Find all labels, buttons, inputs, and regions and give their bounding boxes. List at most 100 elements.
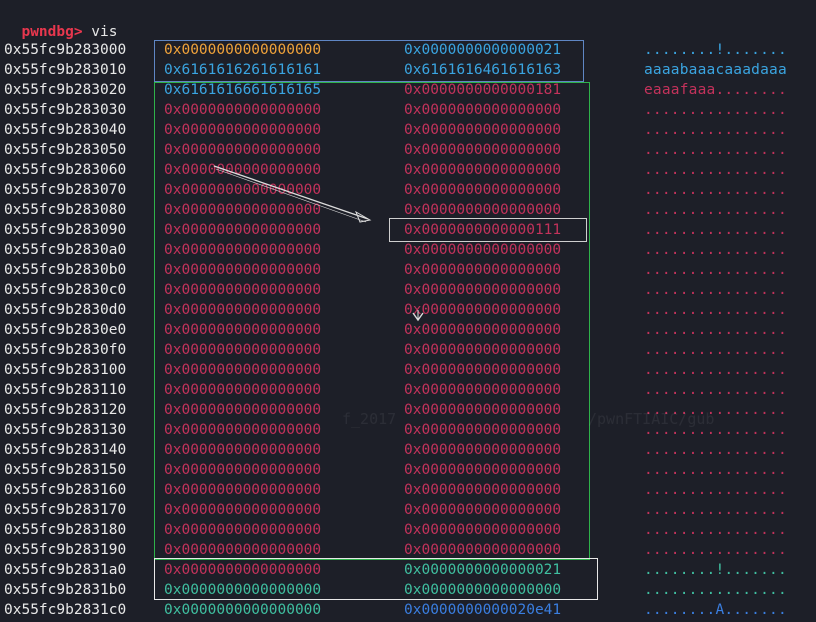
qword-2: 0x0000000000000000 xyxy=(404,582,562,598)
qword-1: 0x0000000000000000 xyxy=(164,302,322,318)
address: 0x55fc9b2830d0 xyxy=(4,302,127,318)
qword-1: 0x6161616261616161 xyxy=(164,62,322,78)
ascii-dump: ................ xyxy=(644,362,787,378)
ascii-dump: ................ xyxy=(644,322,787,338)
address: 0x55fc9b283050 xyxy=(4,142,127,158)
address: 0x55fc9b2831a0 xyxy=(4,562,127,578)
qword-2: 0x0000000000000000 xyxy=(404,102,562,118)
ascii-dump: ........A....... xyxy=(644,602,787,618)
ascii-dump: ................ xyxy=(644,302,787,318)
memory-row: 0x55fc9b283080 0x0000000000000000 0x000000… xyxy=(0,200,816,220)
ascii-dump: ................ xyxy=(644,382,787,398)
memory-row: 0x55fc9b283100 0x0000000000000000 0x000000… xyxy=(0,360,816,380)
qword-2: 0x0000000000000000 xyxy=(404,362,562,378)
qword-1: 0x0000000000000000 xyxy=(164,482,322,498)
ascii-dump: ................ xyxy=(644,522,787,538)
address: 0x55fc9b2831b0 xyxy=(4,582,127,598)
qword-2: 0x0000000000000000 xyxy=(404,202,562,218)
qword-1: 0x0000000000000000 xyxy=(164,582,322,598)
highlight-box-chunk-21 xyxy=(154,558,598,600)
address: 0x55fc9b2830a0 xyxy=(4,242,127,258)
qword-2: 0x0000000000020e41 xyxy=(404,602,562,618)
chunk-box-tcache xyxy=(154,40,584,82)
watermark-text-1: f_2017 xyxy=(342,410,397,428)
qword-2: 0x0000000000000000 xyxy=(404,502,562,518)
ascii-dump: ................ xyxy=(644,502,787,518)
qword-1: 0x0000000000000000 xyxy=(164,542,322,558)
address: 0x55fc9b283150 xyxy=(4,462,127,478)
address: 0x55fc9b283080 xyxy=(4,202,127,218)
address: 0x55fc9b283110 xyxy=(4,382,127,398)
qword-2: 0x0000000000000000 xyxy=(404,402,562,418)
memory-row: 0x55fc9b283010 0x6161616261616161 0x616161… xyxy=(0,60,816,80)
ascii-dump: ................ xyxy=(644,402,787,418)
ascii-dump: ................ xyxy=(644,142,787,158)
highlight-box-size-111 xyxy=(389,218,587,242)
ascii-dump: ................ xyxy=(644,262,787,278)
ascii-dump: ................ xyxy=(644,202,787,218)
watermark-text-2: /pwnFTIAIC/gub xyxy=(588,410,715,428)
address: 0x55fc9b283100 xyxy=(4,362,127,378)
memory-row: 0x55fc9b2831a0 0x0000000000000000 0x000000… xyxy=(0,560,816,580)
chunk-box-large xyxy=(154,82,590,560)
qword-1: 0x0000000000000000 xyxy=(164,182,322,198)
qword-1: 0x0000000000000000 xyxy=(164,242,322,258)
qword-1: 0x0000000000000000 xyxy=(164,502,322,518)
qword-1: 0x0000000000000000 xyxy=(164,262,322,278)
qword-2: 0x6161616461616163 xyxy=(404,62,562,78)
qword-1: 0x0000000000000000 xyxy=(164,562,322,578)
memory-row: 0x55fc9b283170 0x0000000000000000 0x000000… xyxy=(0,500,816,520)
ascii-dump: ................ xyxy=(644,342,787,358)
qword-2: 0x0000000000000000 xyxy=(404,122,562,138)
address: 0x55fc9b283010 xyxy=(4,62,127,78)
qword-1: 0x0000000000000000 xyxy=(164,362,322,378)
qword-2: 0x0000000000000000 xyxy=(404,542,562,558)
ascii-dump: ................ xyxy=(644,222,787,238)
memory-row: 0x55fc9b283190 0x0000000000000000 0x000000… xyxy=(0,540,816,560)
qword-2: 0x0000000000000000 xyxy=(404,322,562,338)
qword-1: 0x0000000000000000 xyxy=(164,382,322,398)
ascii-dump: ................ xyxy=(644,422,787,438)
ascii-dump: ................ xyxy=(644,482,787,498)
address: 0x55fc9b283170 xyxy=(4,502,127,518)
qword-2: 0x0000000000000000 xyxy=(404,442,562,458)
qword-1: 0x0000000000000000 xyxy=(164,142,322,158)
qword-2: 0x0000000000000000 xyxy=(404,182,562,198)
qword-1: 0x0000000000000000 xyxy=(164,202,322,218)
qword-1: 0x0000000000000000 xyxy=(164,602,322,618)
address: 0x55fc9b283190 xyxy=(4,542,127,558)
ascii-dump: ................ xyxy=(644,582,787,598)
address: 0x55fc9b283040 xyxy=(4,122,127,138)
ascii-dump: ................ xyxy=(644,462,787,478)
qword-2: 0x0000000000000000 xyxy=(404,302,562,318)
qword-2: 0x0000000000000021 xyxy=(404,562,562,578)
memory-row: 0x55fc9b2830d0 0x0000000000000000 0x000000… xyxy=(0,300,816,320)
qword-1: 0x0000000000000000 xyxy=(164,322,322,338)
qword-2: 0x0000000000000000 xyxy=(404,262,562,278)
ascii-dump: ........!....... xyxy=(644,42,787,58)
qword-2: 0x0000000000000000 xyxy=(404,482,562,498)
command-text[interactable]: vis xyxy=(82,24,118,40)
address: 0x55fc9b283090 xyxy=(4,222,127,238)
qword-2: 0x0000000000000000 xyxy=(404,522,562,538)
address: 0x55fc9b283140 xyxy=(4,442,127,458)
